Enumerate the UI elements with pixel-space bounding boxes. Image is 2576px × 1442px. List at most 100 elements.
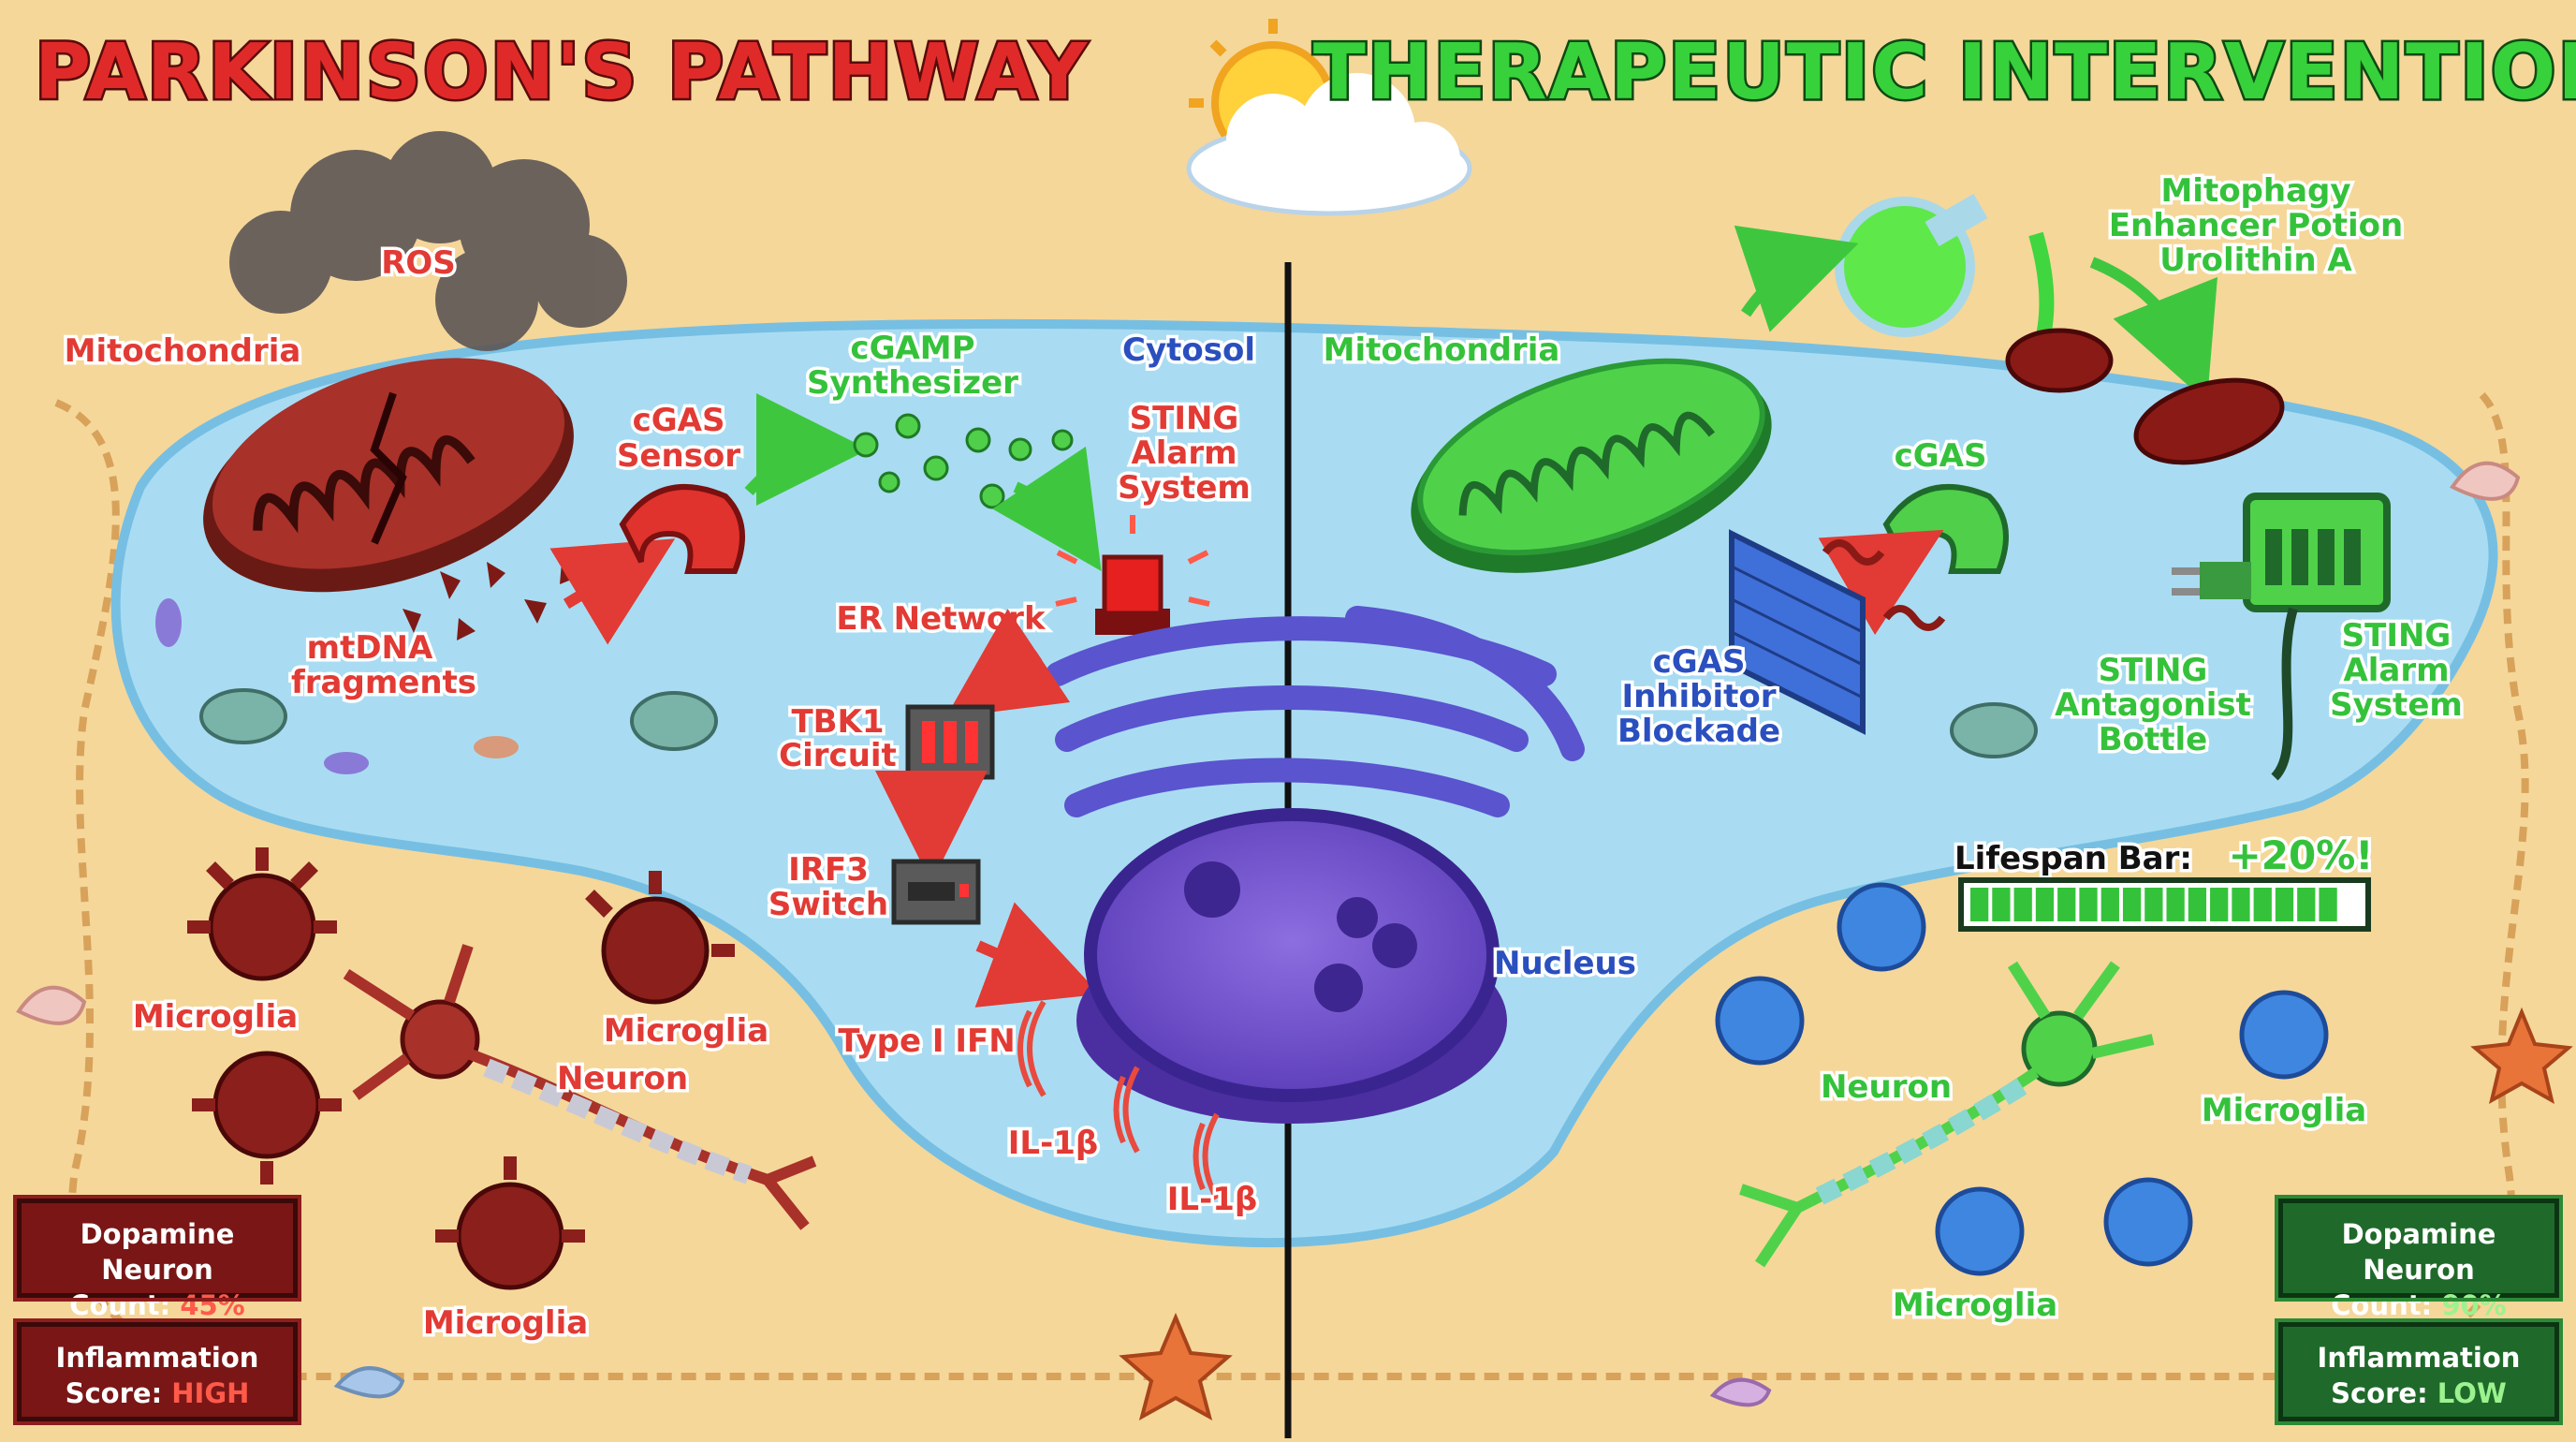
recycled-mitochondrion-icon-a — [2005, 328, 2114, 393]
potion-label-2: Enhancer Potion — [2109, 207, 2403, 244]
inhibitor-label-1: cGAS — [1653, 643, 1746, 681]
left-mitochondria-label: Mitochondria — [65, 332, 301, 370]
sting-alarm-right-label-2: Alarm — [2343, 652, 2449, 689]
arrow-to-potion — [1734, 225, 1859, 332]
seashell-icon-left — [16, 985, 87, 1025]
mtdna-label-1: mtDNA — [307, 629, 433, 667]
happy-microglia-icon — [2103, 1177, 2193, 1267]
er-network — [1046, 606, 1585, 817]
right-dopamine-line: Count: 90% — [2283, 1288, 2554, 1323]
seashell-icon-right — [2450, 461, 2521, 501]
small-organelles-left — [155, 598, 718, 774]
ros-label: ROS — [381, 244, 456, 282]
left-dopamine-count-label: Count: — [69, 1289, 181, 1321]
sting-antagonist-battery-icon — [2172, 493, 2391, 781]
cloud-icon — [1186, 73, 1472, 216]
right-cgas-label: cGAS — [1895, 437, 1987, 475]
left-inflammation-line: Score: HIGH — [22, 1376, 293, 1411]
nucleus — [1076, 808, 1507, 1124]
healthy-neuron-icon — [1739, 961, 2155, 1268]
lifespan-bar-segment — [2057, 888, 2076, 921]
lifespan-bar-segment — [2122, 888, 2142, 921]
lifespan-bar-segment — [1992, 888, 2011, 921]
irf3-label-1: IRF3 — [788, 851, 869, 889]
lifespan-bar-segment — [2297, 888, 2316, 921]
ros-smoke — [229, 131, 627, 351]
angry-microglia-icon-d — [435, 1156, 585, 1290]
antagonist-label-2: Antagonist — [2055, 686, 2251, 724]
right-neuron-label: Neuron — [1821, 1068, 1952, 1106]
cgamp-label-2: Synthesizer — [807, 364, 1018, 402]
lifespan-bar-segment — [2144, 888, 2163, 921]
lifespan-bar-segment — [2035, 888, 2055, 921]
sting-alarm-right-label-1: STING — [2342, 617, 2452, 655]
happy-microglia-icon — [2239, 990, 2329, 1080]
angry-microglia-icon-a — [187, 847, 337, 981]
right-inflammation-line: Score: LOW — [2283, 1376, 2554, 1411]
right-dopamine-title: Dopamine Neuron — [2341, 1218, 2496, 1286]
nucleus-label: Nucleus — [1494, 945, 1636, 982]
purple-shell-icon — [1709, 1377, 1772, 1407]
dna-fragment-icon-b — [1882, 605, 1946, 631]
left-dopamine-count-box: Dopamine Neuron Count: 45% — [13, 1195, 301, 1321]
potion-label-1: Mitophagy — [2160, 172, 2350, 210]
left-inflammation-value: HIGH — [171, 1377, 250, 1409]
lifespan-bar-segment — [2232, 888, 2250, 921]
lifespan-bar-segment — [2166, 888, 2185, 921]
blue-shell-icon — [333, 1366, 405, 1399]
sting-label-3: System — [1118, 469, 1251, 507]
right-dopamine-count-label: Count: — [2331, 1289, 2442, 1321]
il1b-label-a: IL-1β — [1008, 1125, 1098, 1162]
damaged-mitochondrion — [203, 358, 574, 593]
healthy-mitochondrion — [1411, 358, 1772, 573]
left-microglia-label-c: Microglia — [423, 1304, 588, 1342]
arrow-cgamp-to-sting — [992, 446, 1102, 571]
right-dopamine-count-box: Dopamine Neuron Count: 90% — [2275, 1195, 2563, 1321]
er-network-label: ER Network — [836, 600, 1046, 638]
signal-waves-icon — [1017, 1000, 1220, 1200]
antagonist-label-1: STING — [2099, 652, 2208, 689]
tbk1-label-1: TBK1 — [791, 703, 884, 741]
right-microglia-label-b: Microglia — [1893, 1287, 2057, 1324]
lifespan-bar-segment — [2253, 888, 2272, 921]
arrow-irf3-to-nucleus — [974, 902, 1100, 1008]
lifespan-bar-segment — [2319, 888, 2337, 921]
sting-label-1: STING — [1130, 400, 1239, 437]
right-inflammation-value: LOW — [2437, 1377, 2507, 1409]
lifespan-bar-segment — [2188, 888, 2207, 921]
cytosol-label: Cytosol — [1122, 331, 1255, 369]
lifespan-bar-label: Lifespan Bar: — [1954, 840, 2192, 877]
cgas-sensor-label-1: cGAS — [633, 402, 725, 439]
arrow-potion-to-mito — [2089, 257, 2217, 403]
right-inflammation-score-box: Inflammation Score: LOW — [2275, 1318, 2563, 1425]
left-inflammation-score-label: Score: — [65, 1377, 172, 1409]
left-inflammation-title: Inflammation — [55, 1342, 259, 1374]
happy-microglia-icon — [1837, 882, 1926, 972]
lifespan-bar-segment — [2013, 888, 2032, 921]
right-mitochondria-label: Mitochondria — [1324, 331, 1560, 369]
left-neuron-label: Neuron — [557, 1060, 688, 1097]
right-inflammation-score-label: Score: — [2331, 1377, 2437, 1409]
arrow-cgas-to-cgamp — [744, 393, 869, 507]
starfish-icon-right — [2470, 1007, 2573, 1104]
right-dopamine-value: 90% — [2441, 1289, 2507, 1321]
damaged-neuron-icon — [343, 944, 817, 1230]
dna-fragment-icon-a — [1822, 539, 1885, 566]
irf3-label-2: Switch — [768, 886, 888, 923]
angry-microglia-icon-c — [585, 871, 735, 1005]
inhibitor-label-3: Blockade — [1617, 713, 1780, 750]
type-ifn-label: Type I IFN — [838, 1023, 1015, 1060]
lifespan-bar-fill — [1970, 888, 2337, 921]
lifespan-bar-value: +20%! — [2229, 832, 2374, 878]
angry-microglia-icon-b — [192, 1051, 342, 1184]
lifespan-bar-segment — [1970, 888, 1989, 921]
small-organelle-right — [1950, 702, 2038, 758]
happy-microglia-group — [1715, 882, 2329, 1276]
antagonist-label-3: Bottle — [2099, 721, 2208, 758]
inhibitor-wall-icon — [1729, 529, 1866, 735]
right-title: THERAPEUTIC INTERVENTION — [1313, 28, 2576, 117]
left-microglia-label-b: Microglia — [604, 1012, 768, 1050]
mtdna-label-2: fragments — [291, 664, 476, 701]
